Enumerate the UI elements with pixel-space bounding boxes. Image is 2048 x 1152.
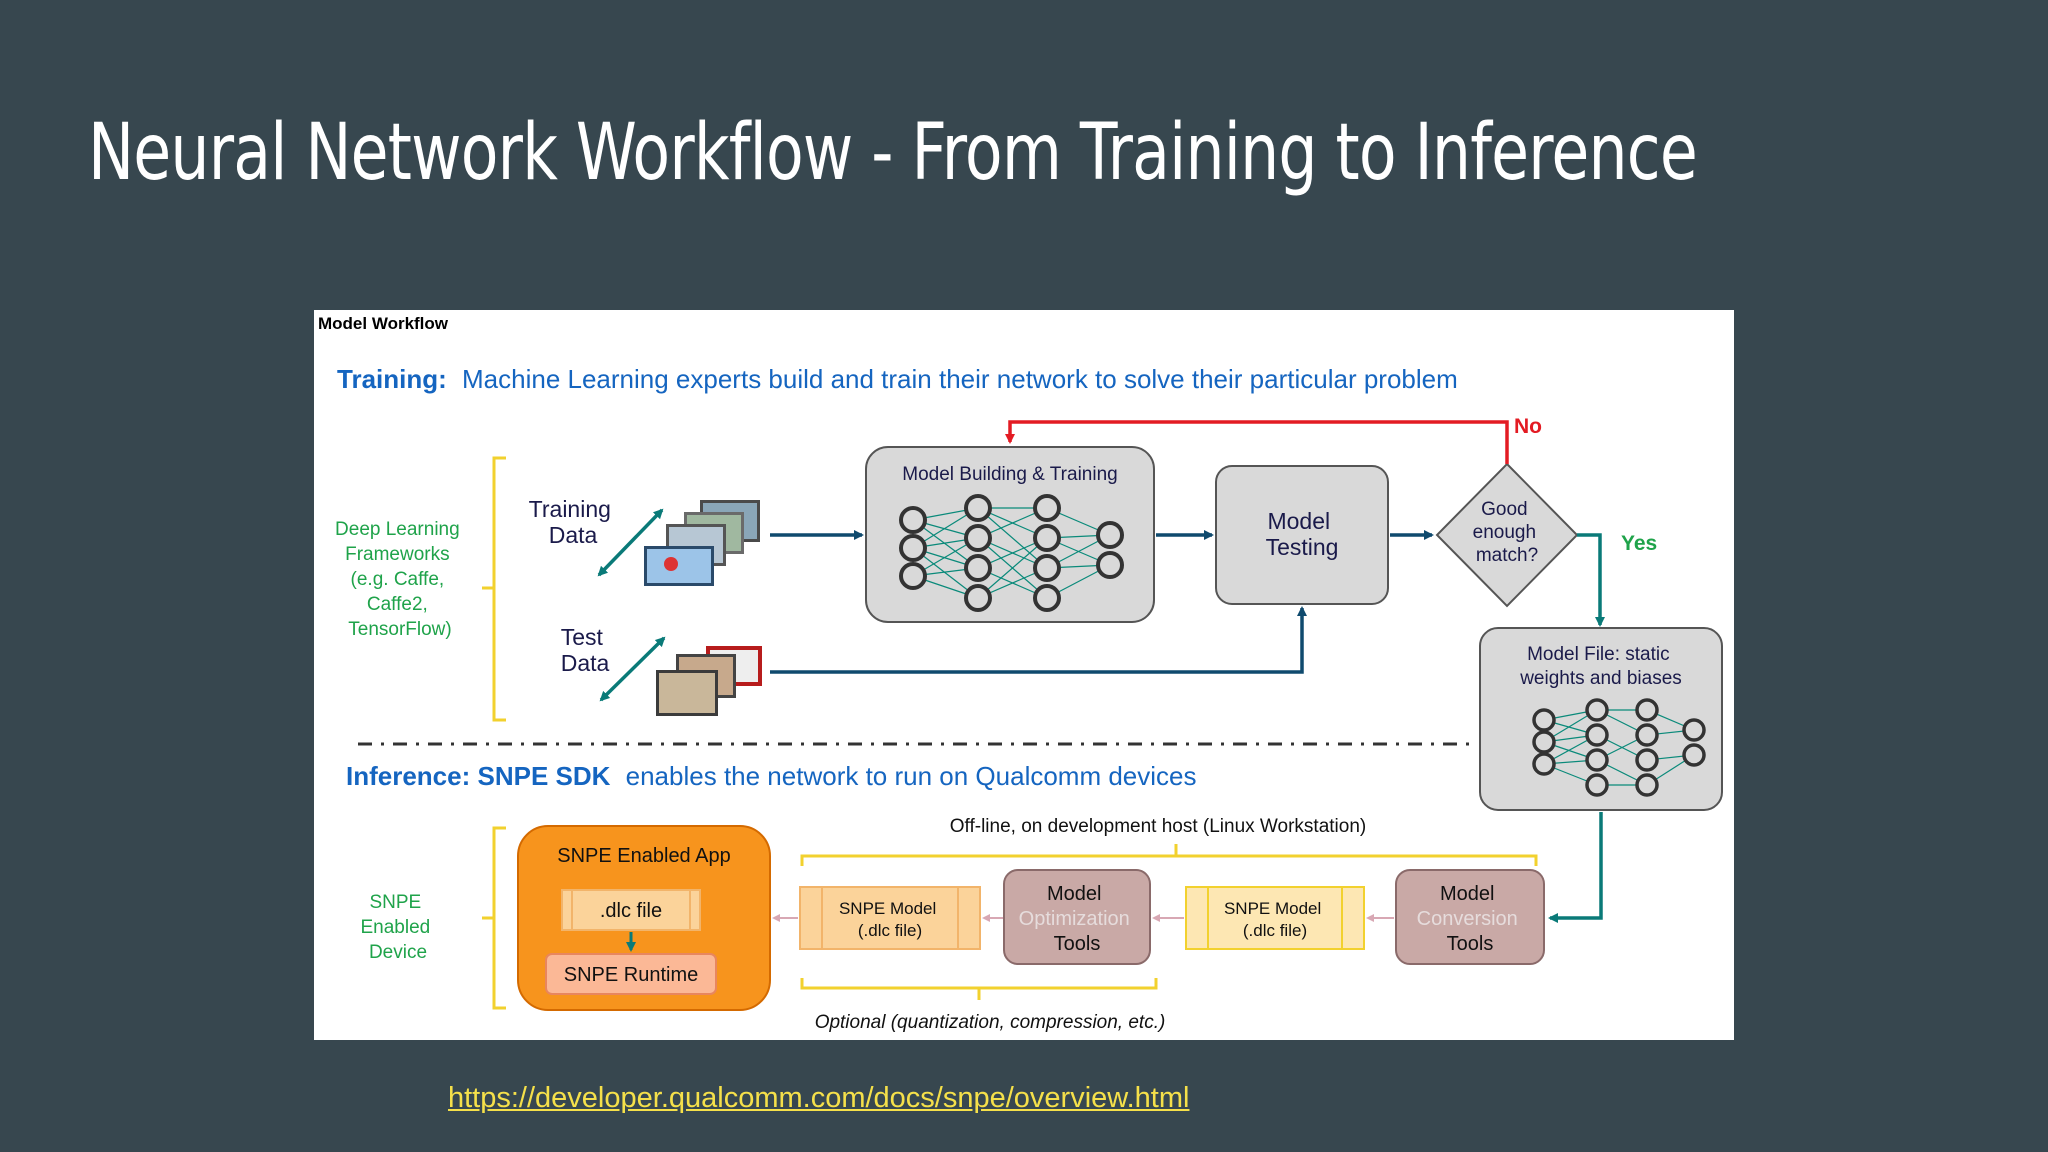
training-data-line: Data xyxy=(549,522,598,548)
model-optimization-label: Model Optimization Tools xyxy=(1019,883,1136,955)
model-conversion-line: Conversion xyxy=(1417,908,1518,930)
inference-description: enables the network to run on Qualcomm d… xyxy=(626,761,1197,791)
no-feedback-arrow xyxy=(1005,420,1509,464)
training-heading: Training: xyxy=(337,364,447,394)
frameworks-line: Caffe2, xyxy=(367,594,428,615)
source-link[interactable]: https://developer.qualcomm.com/docs/snpe… xyxy=(448,1082,1190,1114)
dlc-file-box xyxy=(561,889,701,931)
training-images-stack xyxy=(644,500,760,586)
test-images-stack xyxy=(656,646,762,716)
test-to-testing-arrow xyxy=(770,606,1307,674)
no-label: No xyxy=(1514,415,1542,438)
inference-heading: Inference: SNPE SDK xyxy=(346,761,611,791)
frameworks-label: Deep Learning Frameworks (e.g. Caffe, Ca… xyxy=(335,519,465,640)
model-conversion-box xyxy=(1395,869,1545,965)
snpe-model-2-label: SNPE Model (.dlc file) xyxy=(1224,899,1326,940)
snpe-app-label: SNPE Enabled App xyxy=(557,845,730,867)
model-file-line: Model File: static xyxy=(1527,644,1670,665)
slide-title: Neural Network Workflow - From Training … xyxy=(88,108,1698,198)
snpe-device-label: SNPE Enabled Device xyxy=(360,892,435,963)
snpe-device-line: SNPE xyxy=(369,892,421,913)
training-data-double-arrow xyxy=(597,508,664,577)
model-optimization-line: Tools xyxy=(1054,933,1101,955)
training-data-line: Training xyxy=(529,496,611,522)
frameworks-bracket xyxy=(482,456,506,722)
test-data-label: Test Data xyxy=(561,624,610,676)
model-testing-box xyxy=(1215,465,1389,605)
snpe-device-line: Enabled xyxy=(360,917,430,938)
decision-label: Good enough match? xyxy=(1473,499,1542,566)
frameworks-line: Deep Learning xyxy=(335,519,460,540)
training-heading-line: Training: Machine Learning experts build… xyxy=(337,364,1458,394)
neural-net-nodes xyxy=(899,494,1124,612)
frameworks-line: (e.g. Caffe, xyxy=(351,569,445,590)
snpe-model-1-label: SNPE Model (.dlc file) xyxy=(839,899,941,940)
snpe-runtime-label: SNPE Runtime xyxy=(564,964,699,986)
snpe-model-1-line: SNPE Model xyxy=(839,899,936,918)
decision-line: match? xyxy=(1476,545,1538,566)
model-optimization-box xyxy=(1003,869,1151,965)
decision-diamond xyxy=(1435,462,1579,608)
snpe-model-1-line: (.dlc file) xyxy=(858,921,922,940)
yes-label: Yes xyxy=(1621,532,1657,555)
snpe-runtime-box xyxy=(545,953,717,995)
model-testing-line: Testing xyxy=(1266,534,1339,560)
snpe-device-bracket xyxy=(482,826,506,1010)
model-file-line: weights and biases xyxy=(1519,668,1682,689)
frameworks-line: TensorFlow) xyxy=(348,619,451,640)
decision-line: Good xyxy=(1481,499,1527,520)
test-data-double-arrow xyxy=(599,636,666,702)
snpe-model-2-line: (.dlc file) xyxy=(1243,921,1307,940)
yes-arrow xyxy=(1577,533,1605,627)
snpe-model-1-box xyxy=(799,886,981,950)
model-optimization-line: Optimization xyxy=(1019,908,1130,930)
decision-line: enough xyxy=(1473,522,1536,543)
model-file-label: Model File: static weights and biases xyxy=(1519,644,1682,689)
inference-heading-line: Inference: SNPE SDK enables the network … xyxy=(346,761,1197,791)
model-file-to-conversion-arrow xyxy=(1548,812,1603,923)
model-conversion-line: Tools xyxy=(1447,933,1494,955)
frameworks-line: Frameworks xyxy=(345,544,450,565)
figure-header: Model Workflow xyxy=(318,314,449,333)
dlc-file-label: .dlc file xyxy=(600,900,662,922)
offline-bracket xyxy=(800,844,1538,866)
model-testing-line: Model xyxy=(1267,508,1330,534)
test-data-line: Data xyxy=(561,650,610,676)
optional-label: Optional (quantization, compression, etc… xyxy=(815,1012,1166,1033)
training-data-label: Training Data xyxy=(529,496,618,548)
optional-bracket xyxy=(800,978,1158,1000)
snpe-model-2-line: SNPE Model xyxy=(1224,899,1321,918)
model-conversion-line: Model xyxy=(1440,883,1494,905)
model-optimization-line: Model xyxy=(1047,883,1101,905)
stop-sign-icon xyxy=(664,557,678,571)
model-testing-label: Model Testing xyxy=(1266,508,1339,560)
test-data-line: Test xyxy=(561,624,604,650)
snpe-device-line: Device xyxy=(369,942,427,963)
model-building-label: Model Building & Training xyxy=(902,464,1117,485)
offline-label: Off-line, on development host (Linux Wor… xyxy=(950,816,1366,837)
model-building-box xyxy=(865,446,1155,623)
snpe-model-2-box xyxy=(1185,886,1365,950)
workflow-figure: Model Workflow Training: Machine Learnin… xyxy=(314,310,1734,1040)
training-description: Machine Learning experts build and train… xyxy=(462,364,1458,394)
model-file-net-nodes xyxy=(1532,698,1706,797)
model-conversion-label: Model Conversion Tools xyxy=(1417,883,1524,955)
